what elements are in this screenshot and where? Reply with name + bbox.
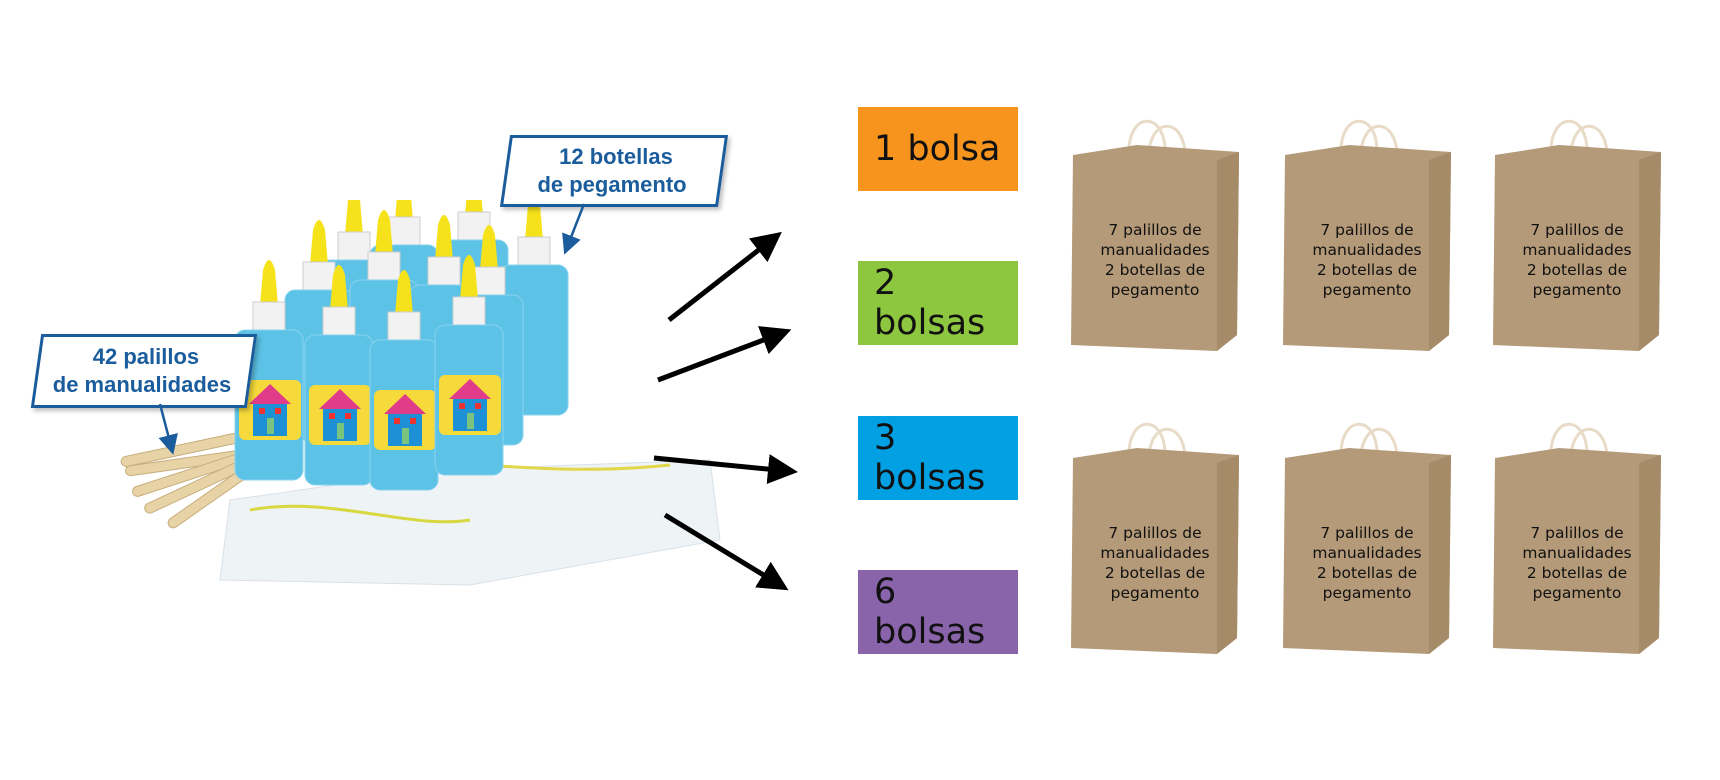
paper-bag-icon (1071, 422, 1239, 654)
paper-bag: 7 palillos de manualidades 2 botellas de p… (1279, 110, 1455, 351)
paper-bag: 7 palillos de manualidades 2 botellas de p… (1067, 110, 1243, 351)
pointer-arrow (562, 203, 586, 255)
bag-contents: 7 palillos de manualidades 2 botellas de p… (1497, 523, 1657, 603)
bag-contents-line: 7 palillos de (1108, 221, 1202, 239)
craft-sticks (120, 433, 253, 529)
arrow-to-option-4 (663, 512, 789, 591)
paper-bag: 7 palillos de manualidades 2 botellas de p… (1279, 413, 1455, 654)
glue-bottle (369, 270, 439, 491)
bag-contents-line: manualidades (1312, 241, 1422, 259)
bag-contents-line: manualidades (1100, 544, 1210, 562)
bag-contents-line: 7 palillos de (1320, 221, 1414, 239)
bag-contents: 7 palillos de manualidades 2 botellas de p… (1497, 220, 1657, 300)
bag-contents-line: pegamento (1322, 281, 1412, 299)
pointer-arrow (158, 403, 178, 455)
bag-contents-line: 7 palillos de (1108, 524, 1202, 542)
bag-contents-line: 2 botellas de (1526, 564, 1628, 582)
bag-contents-line: manualidades (1100, 241, 1210, 259)
bag-contents-line: manualidades (1522, 241, 1632, 259)
paper-bag-icon (1283, 119, 1451, 351)
bag-contents-line: manualidades (1312, 544, 1422, 562)
paper-bag-icon (1493, 119, 1661, 351)
paper-bag: 7 palillos de manualidades 2 botellas de p… (1489, 413, 1665, 654)
paper-bag: 7 palillos de manualidades 2 botellas de p… (1067, 413, 1243, 654)
arrow-to-option-2 (657, 326, 792, 383)
bag-contents-line: pegamento (1110, 281, 1200, 299)
bag-contents: 7 palillos de manualidades 2 botellas de p… (1075, 523, 1235, 603)
bag-contents-line: 2 botellas de (1316, 564, 1418, 582)
paper-bag-icon (1493, 422, 1661, 654)
bag-contents-line: pegamento (1532, 584, 1622, 602)
bag-contents-line: pegamento (1110, 584, 1200, 602)
option-label: 3 bolsas (874, 418, 986, 498)
option-6-bags: 6 bolsas (858, 570, 1018, 654)
option-2-bags: 2 bolsas (858, 261, 1018, 345)
arrow-to-option-3 (653, 454, 798, 484)
option-3-bags: 3 bolsas (858, 416, 1018, 500)
paper-bag-icon (1283, 422, 1451, 654)
bag-contents: 7 palillos de manualidades 2 botellas de p… (1287, 220, 1447, 300)
paper-bag-icon (1071, 119, 1239, 351)
bag-contents: 7 palillos de manualidades 2 botellas de p… (1287, 523, 1447, 603)
bag-contents-line: pegamento (1322, 584, 1412, 602)
bag-contents-line: pegamento (1532, 281, 1622, 299)
bag-contents-line: manualidades (1522, 544, 1632, 562)
option-label: 6 bolsas (874, 572, 986, 652)
arrow-to-option-1 (667, 231, 782, 322)
option-label: 2 bolsas (874, 263, 986, 343)
glue-bottle (434, 255, 504, 476)
bag-contents-line: 2 botellas de (1104, 564, 1206, 582)
option-label: 1 bolsa (874, 129, 1001, 169)
bag-contents-line: 2 botellas de (1104, 261, 1206, 279)
glue-bottle (304, 265, 374, 486)
option-1-bag: 1 bolsa (858, 107, 1018, 191)
bag-contents-line: 7 palillos de (1530, 524, 1624, 542)
bag-contents-line: 7 palillos de (1530, 221, 1624, 239)
bag-contents-line: 2 botellas de (1526, 261, 1628, 279)
bag-contents-line: 7 palillos de (1320, 524, 1414, 542)
bag-contents: 7 palillos de manualidades 2 botellas de p… (1075, 220, 1235, 300)
paper-bag: 7 palillos de manualidades 2 botellas de p… (1489, 110, 1665, 351)
bag-contents-line: 2 botellas de (1316, 261, 1418, 279)
